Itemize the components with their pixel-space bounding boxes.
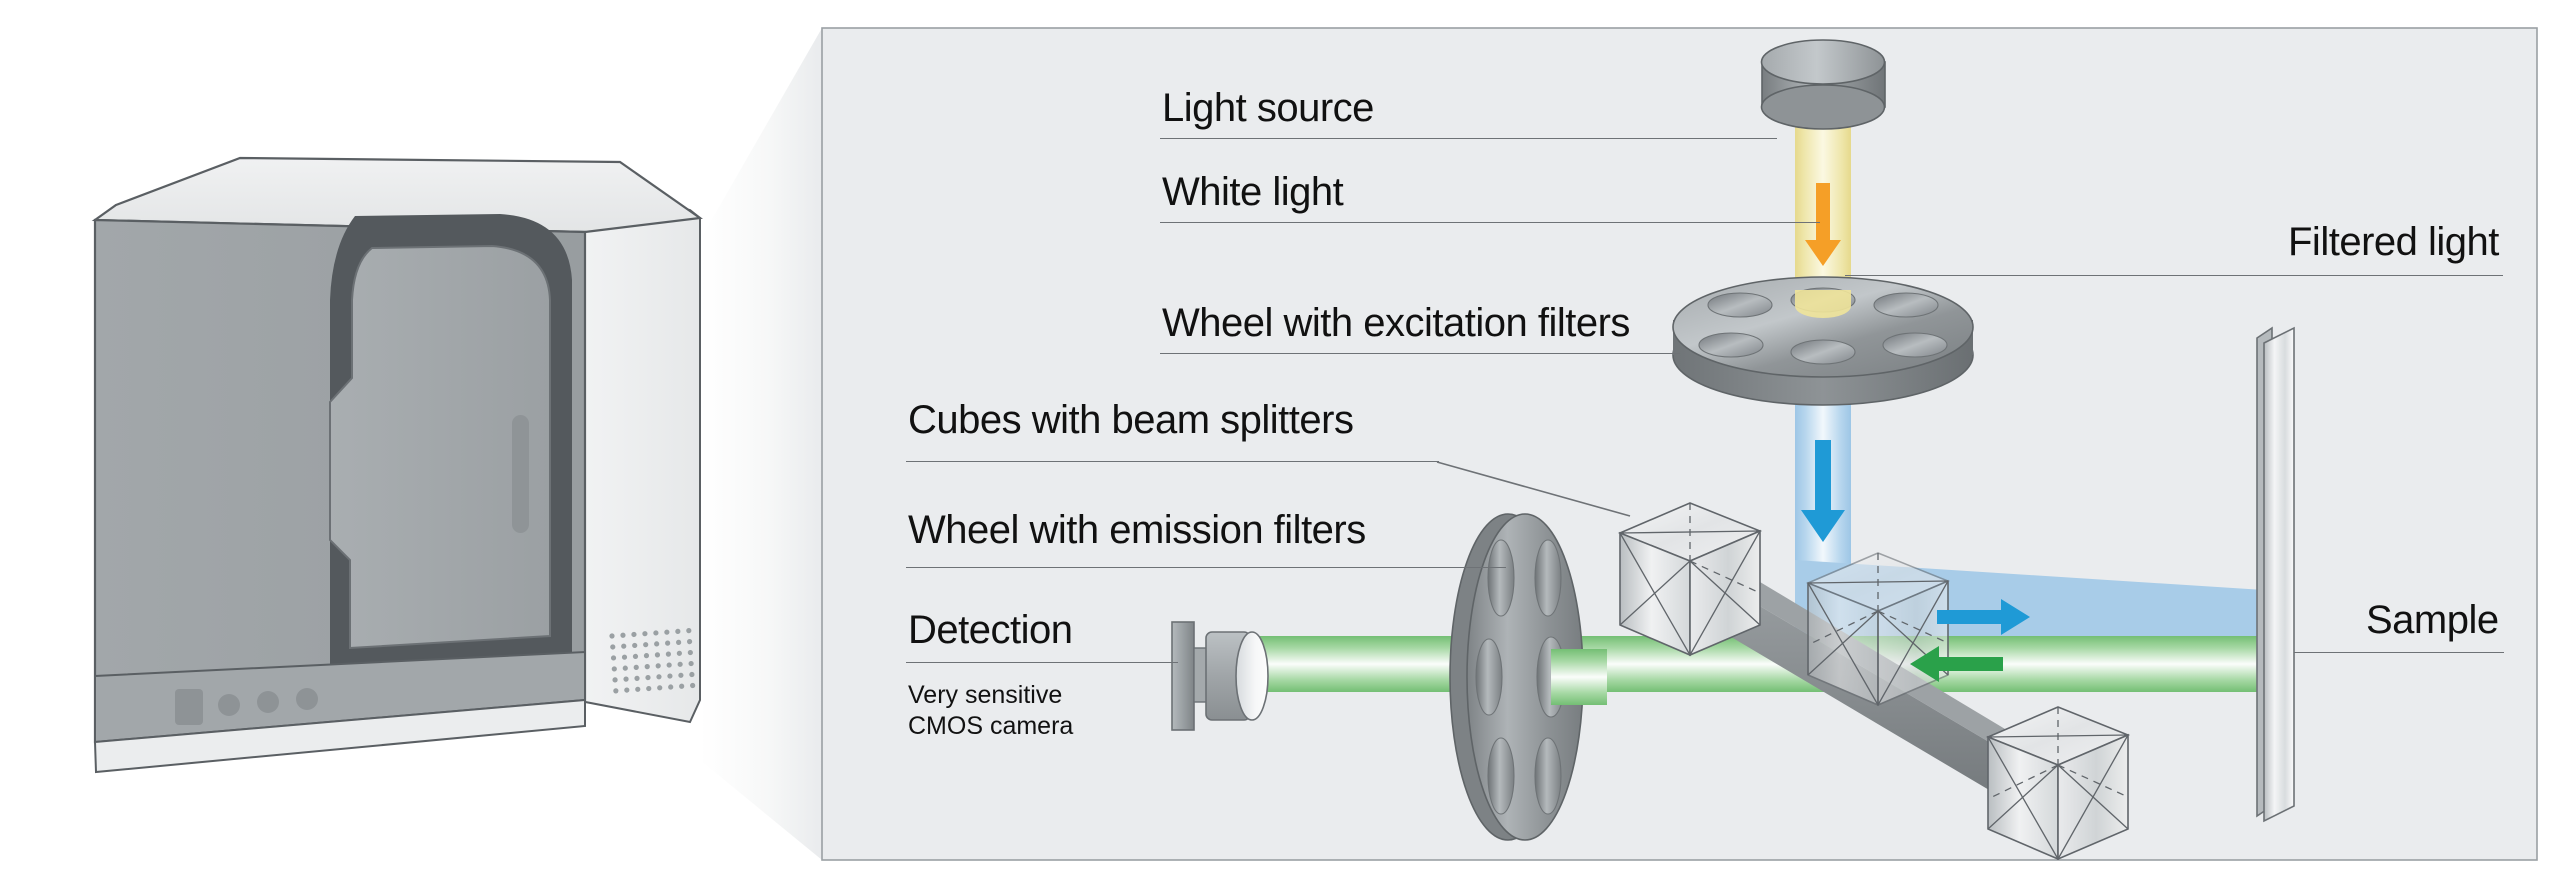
beam-splitter-cube	[1985, 706, 2131, 860]
sample-face	[2263, 326, 2295, 823]
camera-mount-plate	[1171, 621, 1195, 731]
leader-beam-splitters	[1436, 461, 1631, 517]
vent-grid	[609, 628, 696, 694]
door-handle	[512, 415, 529, 533]
lamp-bottom	[1760, 84, 1886, 130]
arrow-emission-left	[1910, 646, 2003, 682]
label-white-light: White light	[1162, 170, 1344, 214]
rule-sample	[2294, 652, 2504, 653]
door-panel	[329, 244, 551, 650]
camera-lens	[1235, 631, 1269, 721]
lamp-housing	[1760, 39, 1886, 130]
instrument-side	[574, 183, 701, 724]
detection-note-line-2: CMOS camera	[908, 711, 1074, 740]
beam-splitter-cube	[1805, 552, 1951, 707]
label-filtered-light: Filtered light	[2288, 220, 2499, 264]
optical-path	[1171, 39, 2295, 860]
arrow-white-light	[1805, 183, 1841, 266]
label-detection-note: Very sensitive CMOS camera	[908, 680, 1073, 741]
rule-filtered-light	[1845, 275, 2503, 276]
label-light-source: Light source	[1162, 86, 1374, 130]
label-emission-wheel: Wheel with emission filters	[908, 508, 1366, 552]
emission-return-beam	[1215, 636, 2265, 692]
beam-splitter-cube	[1617, 502, 1763, 657]
rule-beam-splitters	[906, 461, 1439, 462]
arrow-excitation-right	[1937, 599, 2030, 635]
label-sample: Sample	[2366, 598, 2499, 642]
rule-excitation-wheel	[1160, 353, 1680, 354]
rule-white-light	[1160, 222, 1820, 223]
detail-panel	[821, 27, 2538, 861]
status-led-3	[296, 688, 318, 710]
arrow-filtered-light	[1801, 440, 1845, 542]
label-beam-splitters: Cubes with beam splitters	[908, 398, 1354, 442]
label-excitation-wheel: Wheel with excitation filters	[1162, 301, 1630, 345]
leader-lines	[1436, 461, 1631, 517]
emission-filter-wheel	[1449, 513, 1607, 841]
rule-light-source	[1160, 138, 1777, 139]
status-led-1	[218, 694, 240, 716]
rule-detection	[906, 662, 1178, 663]
instrument-illustration	[91, 156, 703, 774]
power-button	[175, 689, 203, 725]
instrument-foot	[93, 698, 586, 774]
cmos-camera	[1171, 621, 1269, 731]
status-led-2	[257, 691, 279, 713]
detection-note-line-1: Very sensitive	[908, 681, 1063, 709]
callout-wedge	[700, 28, 822, 860]
rule-emission-wheel	[906, 567, 1506, 568]
label-detection: Detection	[908, 608, 1073, 652]
sample-slide	[2256, 326, 2295, 823]
excitation-filter-wheel	[1672, 276, 1974, 406]
lamp-top	[1760, 39, 1886, 85]
